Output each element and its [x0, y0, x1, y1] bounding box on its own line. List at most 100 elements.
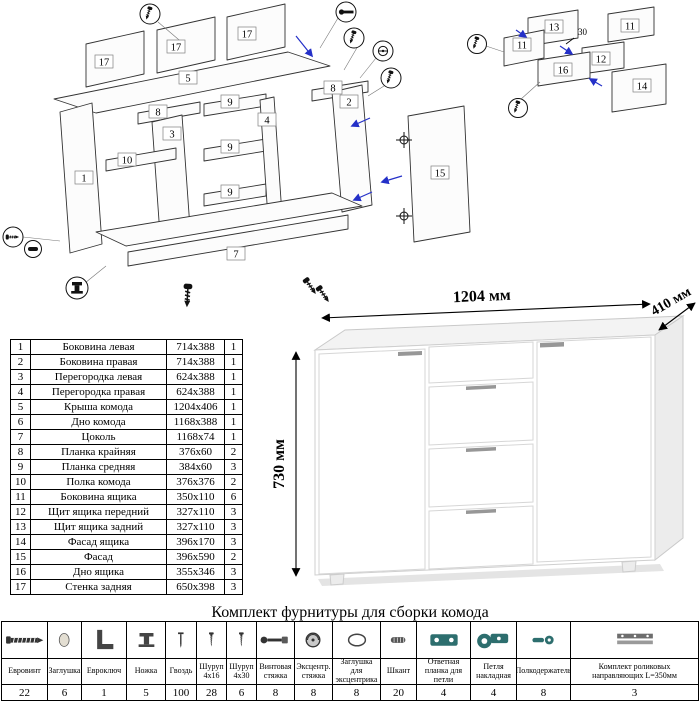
part-label: 9	[220, 139, 240, 154]
part-qty: 6	[224, 489, 243, 505]
part-qty: 3	[224, 579, 243, 595]
part-label: 8	[148, 104, 168, 119]
hardware-icon-cell	[416, 622, 470, 658]
hardware-item-name: Эксцентр. стяжка	[294, 658, 332, 685]
svg-text:2: 2	[346, 98, 351, 109]
svg-text:8: 8	[155, 108, 160, 119]
part-number: 1	[10, 339, 31, 355]
part-number: 10	[10, 474, 31, 490]
bolt-callout-icon	[335, 1, 357, 23]
part-qty: 1	[224, 339, 243, 355]
part-number: 11	[10, 489, 31, 505]
screw-callout-icon	[380, 67, 402, 89]
hardware-item-qty: 4	[416, 685, 470, 700]
insertion-arrows	[515, 29, 603, 87]
svg-text:13: 13	[549, 23, 560, 34]
part-size: 1204x406	[166, 399, 225, 415]
hinge-mark-icon	[395, 207, 413, 225]
part-label: 11	[620, 18, 640, 33]
part-name: Планка средняя	[30, 459, 167, 475]
parts-row: 3 Перегородка левая 624x388 1	[10, 369, 243, 385]
hardware-item-name: Шуруп 4x16	[196, 658, 226, 685]
parts-row: 15 Фасад 396x590 2	[10, 549, 243, 565]
part-name: Щит ящика задний	[30, 519, 167, 535]
hardware-item-qty: 6	[226, 685, 256, 700]
long-screw-icon	[182, 283, 193, 307]
hardware-icon-cell	[226, 622, 256, 658]
part-number: 15	[10, 549, 31, 565]
part-size: 1168x388	[166, 414, 225, 430]
hardware-item-name: Полкодержатель	[516, 658, 570, 685]
hardware-item-qty: 1	[81, 685, 126, 700]
hardware-table: Евровинт 22 Заглушка 6 Евроключ 1 Ножка …	[1, 621, 699, 701]
hardware-item-qty: 5	[126, 685, 165, 700]
leg-callout-icon	[65, 276, 89, 300]
part-name: Полка комода	[30, 474, 167, 490]
svg-text:11: 11	[517, 41, 527, 52]
screw-icon	[198, 625, 225, 655]
hardware-item-qty: 4	[470, 685, 516, 700]
parts-row: 7 Цоколь 1168x74 1	[10, 429, 243, 445]
part-size: 624x388	[166, 384, 225, 400]
drawer-detail-diagram: 13 11 11 12 16 14 30	[467, 6, 667, 118]
part-name: Боковина ящика	[30, 489, 167, 505]
eccentric-callout-icon	[372, 40, 394, 62]
parts-row: 17 Стенка задняя 650x398 3	[10, 579, 243, 595]
part-size: 355x346	[166, 564, 225, 580]
part-number: 14	[10, 534, 31, 550]
hardware-item-name: Шкант	[380, 658, 416, 685]
hardware-item-name: Евровинт	[2, 658, 47, 685]
part-size: 714x388	[166, 354, 225, 370]
right-door	[536, 336, 652, 563]
leader-lines	[485, 45, 541, 101]
plank-left	[137, 101, 201, 125]
dim-30-leader	[565, 37, 575, 45]
chest-shadow	[318, 564, 664, 586]
svg-text:8: 8	[330, 84, 335, 95]
hardware-item-name: Заглушка	[47, 658, 81, 685]
leader-lines	[22, 17, 385, 284]
svg-text:9: 9	[227, 188, 232, 199]
panel-bottom	[95, 192, 363, 247]
parts-row: 10 Полка комода 376x376 2	[10, 474, 243, 490]
part-name: Боковина левая	[30, 339, 167, 355]
parts-row: 6 Дно комода 1168x388 1	[10, 414, 243, 430]
part-label: 3	[162, 126, 182, 141]
handle-grooves	[398, 342, 564, 514]
product-render: 1204 мм 410 мм 730 мм	[271, 288, 696, 586]
drawer-1-groove	[466, 385, 496, 390]
part-name: Перегородка правая	[30, 384, 167, 400]
part-name: Боковина правая	[30, 354, 167, 370]
dim-30-label: 30	[578, 27, 588, 37]
part-label: 8	[323, 80, 343, 95]
svg-text:1: 1	[81, 174, 86, 185]
hardware-item-name: Винтовая стяжка	[256, 658, 294, 685]
hardware-icon-cell	[81, 622, 126, 658]
parts-row: 5 Крыша комода 1204x406 1	[10, 399, 243, 415]
part-size: 1168x74	[166, 429, 225, 445]
part-label: 17	[237, 26, 257, 41]
parts-row: 13 Щит ящика задний 327x110 3	[10, 519, 243, 535]
bolt-tie-icon	[258, 625, 292, 655]
part-qty: 1	[224, 414, 243, 430]
depth-dimension-label: 410 мм	[649, 288, 695, 319]
hardware-item-name: Заглушка для эксцентрика	[332, 658, 380, 685]
part-qty: 3	[224, 459, 243, 475]
hardware-icon-cell	[380, 622, 416, 658]
hardware-callouts	[2, 1, 413, 307]
exploded-assembly-diagram: 17 17 17 5 8 3 9 9 9 10 4 8 2 1 7 15	[2, 1, 471, 307]
part-size: 396x170	[166, 534, 225, 550]
screw-callout-icon	[467, 34, 487, 54]
part-number: 12	[10, 504, 31, 520]
hardware-item-qty: 8	[256, 685, 294, 700]
part-label: 11	[512, 37, 532, 52]
hardware-icon-cell	[126, 622, 165, 658]
hardware-item-name: Гвоздь	[165, 658, 196, 685]
screw-callout-icon	[508, 98, 528, 118]
part-label: 10	[117, 152, 137, 167]
part-name: Фасад	[30, 549, 167, 565]
hinge-plate-icon	[423, 625, 465, 655]
hardware-item-name: Шуруп 4x30	[226, 658, 256, 685]
svg-text:14: 14	[637, 82, 648, 93]
